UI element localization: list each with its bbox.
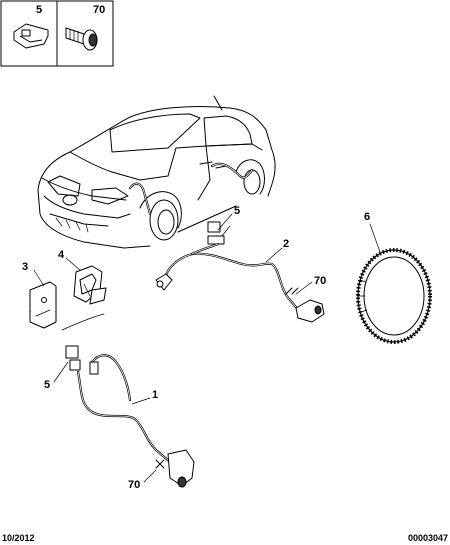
part-1-front-sensor-cable (61, 313, 195, 488)
callout-5-front: 5 (44, 379, 50, 391)
part-3-bracket (29, 281, 57, 329)
part-4-clip-holder (73, 265, 107, 305)
leader-lines (33, 213, 381, 483)
car-illustration (37, 95, 276, 249)
callout-1: 1 (152, 389, 158, 401)
callout-2: 2 (283, 238, 289, 250)
footer-date: 10/2012 (2, 533, 35, 543)
clip-fastener-icon (13, 23, 49, 49)
callout-3: 3 (22, 261, 28, 273)
callout-6: 6 (364, 211, 370, 223)
header-box-70-label: 70 (93, 4, 105, 16)
footer-ref: 00003047 (408, 533, 448, 543)
callouts: 5 2 3 4 6 70 5 1 70 (22, 205, 370, 491)
header-box-5-label: 5 (36, 4, 42, 16)
callout-5-rear: 5 (234, 205, 240, 217)
callout-70-rear: 70 (314, 275, 326, 287)
screw-icon (65, 27, 98, 51)
callout-70-front: 70 (128, 479, 140, 491)
part-6-tone-ring (356, 248, 432, 344)
part-2-rear-sensor-cable (155, 221, 325, 323)
callout-4: 4 (58, 249, 65, 261)
